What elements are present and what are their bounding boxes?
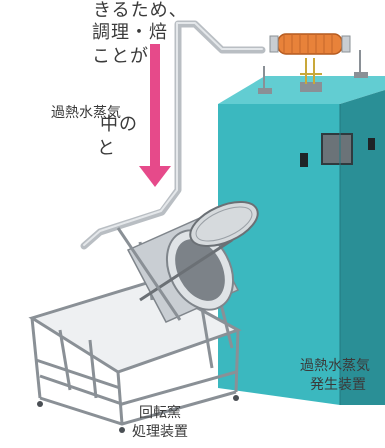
body-text-line-5: と [97,138,116,159]
kiln-caption: 回転窯 処理装置 [110,404,210,442]
body-text-line-3: ことが [92,46,149,67]
cabinet-indicator-left [300,153,308,167]
steam-label: 過熱水蒸気 [51,105,121,121]
generator-caption-line-1: 過熱水蒸気 [300,358,370,374]
body-text-line-2: 調理・焙 [92,22,168,43]
superheater-unit [258,33,368,94]
body-text-line-4: 中の [100,114,138,135]
cabinet-indicator-right [368,138,375,150]
kiln-caption-line-1: 回転窯 [139,405,181,421]
generator-caption-line-2: 発生装置 [310,377,366,393]
body-text-line-1: きるため、 [93,0,188,21]
cabinet-front [218,104,340,405]
down-arrow-icon [139,44,171,187]
kiln-caption-line-2: 処理装置 [132,424,188,440]
cabinet-panel [321,133,353,165]
cabinet-side [340,90,385,405]
kiln-lid [189,200,259,248]
generator-caption: 過熱水蒸気 発生装置 [300,357,380,395]
steam-generator-cabinet [218,76,385,405]
